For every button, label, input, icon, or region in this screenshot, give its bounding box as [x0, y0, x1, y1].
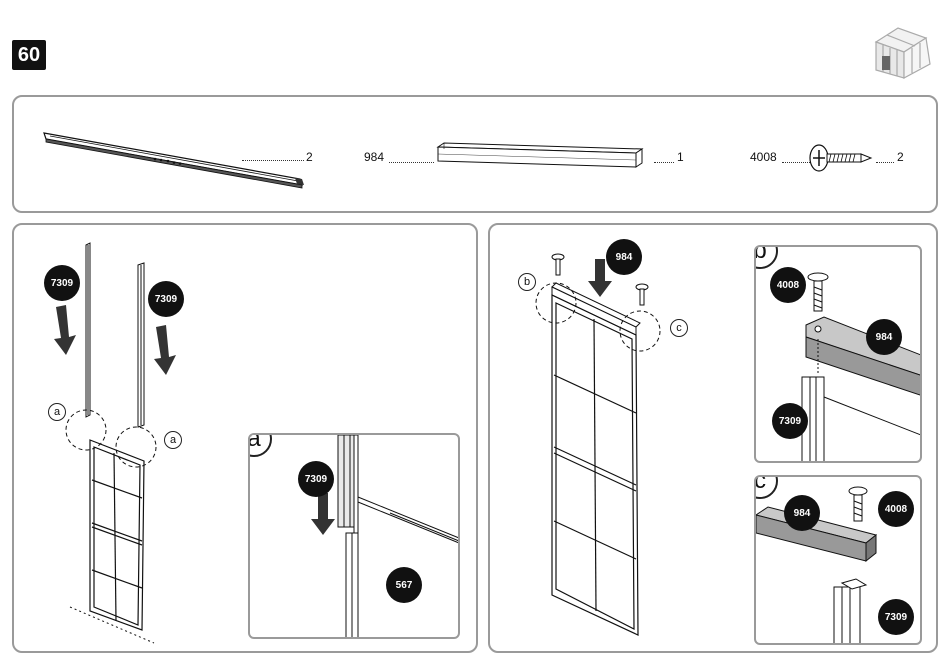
screw-code: 4008	[750, 150, 777, 164]
step-number: 60	[12, 40, 46, 70]
right-assembly-panel: 984 b c b 4008 984 7309	[488, 223, 938, 653]
part-bubble-7309-right: 7309	[148, 281, 184, 317]
part-bubble-567: 567	[386, 567, 422, 603]
screw-quantity: 2	[897, 150, 904, 164]
callout-c: c	[670, 319, 688, 337]
left-assembly-panel: 7309 7309 a a a 7309 567	[12, 223, 478, 653]
callout-a-left: a	[48, 403, 66, 421]
profile-code: 984	[364, 150, 384, 164]
profile-quantity: 1	[677, 150, 684, 164]
part-bubble-7309-left: 7309	[44, 265, 80, 301]
screw-icon	[807, 141, 877, 175]
callout-a-right: a	[164, 431, 182, 449]
parts-panel: 2 984 1 4008 2	[12, 95, 938, 213]
part-bubble-7309-c: 7309	[878, 599, 914, 635]
callout-b: b	[518, 273, 536, 291]
part-bubble-984-c: 984	[784, 495, 820, 531]
detail-inset-b: b 4008 984 7309	[754, 245, 922, 463]
part-bubble-7309-inset: 7309	[298, 461, 334, 497]
rail-part	[40, 123, 320, 193]
part-bubble-7309-b: 7309	[772, 403, 808, 439]
rail-quantity: 2	[306, 150, 313, 164]
part-bubble-4008-b: 4008	[770, 267, 806, 303]
part-bubble-4008-c: 4008	[878, 491, 914, 527]
part-bubble-984-b: 984	[866, 319, 902, 355]
greenhouse-icon	[868, 20, 938, 80]
detail-inset-a: a 7309 567	[248, 433, 460, 639]
part-bubble-984-main: 984	[606, 239, 642, 275]
profile-part	[434, 141, 654, 175]
detail-inset-c: c 984 4008 7309	[754, 475, 922, 645]
